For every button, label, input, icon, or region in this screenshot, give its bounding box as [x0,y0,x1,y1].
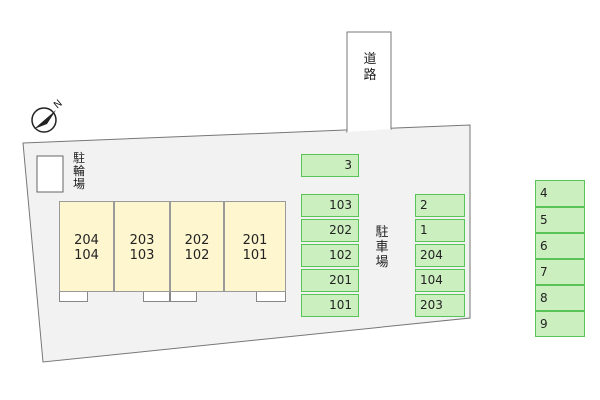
unit-202-102: 202 102 [170,201,224,292]
entrance-tab [256,292,286,302]
parking-space: 6 [535,233,585,259]
bicycle-parking-label: 駐 輪 場 [72,152,86,191]
compass [31,107,57,133]
unit-lower-number: 104 [74,248,99,263]
parking-lot-char: 車 [375,240,389,255]
parking-space: 4 [535,180,585,207]
north-arrow-icon [34,110,56,129]
unit-numbers: 204 104 [60,233,113,263]
road-label-char: 道 [363,52,377,67]
parking-space: 7 [535,259,585,285]
parking-space: 5 [535,207,585,233]
parking-space: 2 [415,194,465,217]
parking-lot-char: 場 [375,255,389,270]
parking-space: 203 [415,294,465,317]
bicycle-parking-char: 輪 [72,164,85,178]
parking-space: 202 [301,219,359,242]
unit-upper-number: 203 [129,233,155,248]
unit-upper-number: 204 [74,233,99,248]
road [346,31,392,133]
parking-space: 9 [535,311,585,337]
unit-204-104: 204 104 [59,201,114,292]
road-label: 道 路 [362,52,378,84]
entrance-tab [170,292,197,302]
entrance-tab [143,292,170,302]
unit-203-103: 203 103 [114,201,170,292]
unit-lower-number: 102 [184,248,210,263]
parking-space: 102 [301,244,359,267]
unit-numbers: 201 101 [225,233,285,263]
parking-space: 1 [415,219,465,242]
unit-numbers: 202 102 [171,233,223,263]
parking-space: 201 [301,269,359,292]
parking-space: 204 [415,244,465,267]
unit-upper-number: 201 [242,233,268,248]
bicycle-parking-area [36,155,64,193]
parking-space: 101 [301,294,359,317]
parking-space: 3 [301,154,359,177]
unit-upper-number: 202 [184,233,210,248]
compass-circle [31,107,57,133]
parking-space: 104 [415,269,465,292]
parking-lot-char: 駐 [375,225,389,240]
entrance-tab [59,292,88,302]
parking-lot-label: 駐 車 場 [374,225,390,270]
road-label-char: 路 [363,68,377,83]
unit-lower-number: 103 [129,248,155,263]
unit-lower-number: 101 [242,248,268,263]
unit-201-101: 201 101 [224,201,286,292]
parking-space: 8 [535,285,585,311]
bicycle-parking-char: 駐 [72,151,85,165]
parking-space: 103 [301,194,359,217]
unit-numbers: 203 103 [115,233,169,263]
bicycle-parking-char: 場 [72,177,85,191]
